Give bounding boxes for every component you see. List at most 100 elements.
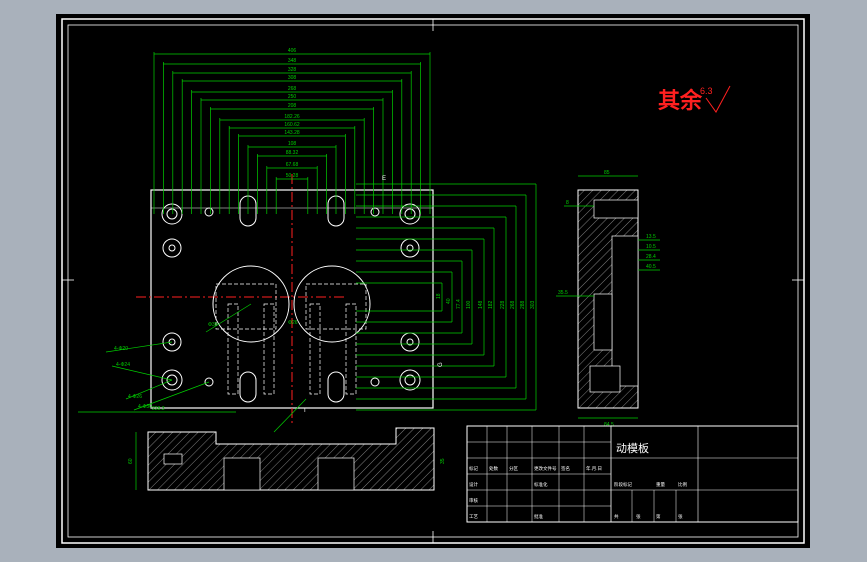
svg-text:张: 张 [636,513,641,520]
svg-text:设计: 设计 [469,481,478,488]
roughness-symbol-icon [705,85,731,113]
dim-right-bracket-6 [356,216,507,378]
top-dimension-texts: 406 348 328 308 268 250 208 182.26 160.6… [284,48,300,179]
top-dimension-lines [153,52,431,214]
dim-top-6: 208 [288,103,297,109]
hole-label-3: 4-Φ30 [138,404,152,410]
svg-text:阶段标记: 阶段标记 [614,481,632,488]
side-dim-2: 10.5 [646,244,656,250]
svg-text:重量: 重量 [656,481,665,488]
cad-viewport[interactable]: 其余 6.3 [56,14,810,548]
dim-top-3: 308 [288,75,297,81]
dim-top-13: 50.28 [286,173,299,179]
dim-right-bracket-2 [356,260,463,334]
side-dim-4: 40.5 [646,264,656,270]
dim-bracket-11 [257,154,327,214]
dim-top-11: 88.32 [286,150,299,156]
section-right-dim: 35 [440,458,446,464]
svg-text:标记: 标记 [469,465,478,472]
svg-text:审核: 审核 [469,497,478,504]
dim-top-10: 108 [288,141,297,147]
dim-right-bracket-1 [356,271,453,323]
svg-text:张: 张 [678,513,683,520]
dim-bracket-2 [172,71,412,214]
section-left-dim: 60 [128,458,134,464]
svg-text:批准: 批准 [534,513,543,520]
dim-right-bracket-4 [356,238,485,356]
dim-right-0: 18 [436,293,442,299]
dim-bracket-0 [153,52,431,214]
side-bottom-dim: 84.5 [604,422,614,428]
svg-text:I: I [304,408,306,414]
dim-right-6: 228 [500,300,506,309]
svg-text:更改文件号: 更改文件号 [534,465,557,472]
dim-right-bracket-0 [356,282,443,312]
dim-right-bracket-5 [356,227,495,367]
hole-label-1: 4-Φ24 [116,362,130,368]
dim-right-9: 303 [530,300,536,309]
hole-label-0: 4-Φ20 [114,346,128,352]
svg-text:共: 共 [614,513,619,520]
side-dim-1: 13.5 [646,234,656,240]
dim-top-0: 406 [288,48,297,54]
svg-text:签名: 签名 [561,465,570,472]
hole-label-2: 4-Φ26 [128,394,142,400]
svg-text:E: E [382,176,386,182]
dim-bracket-8 [228,126,356,214]
dim-right-bracket-7 [356,205,517,389]
dim-bracket-13 [275,177,309,214]
bottom-section-view: 60 35 [128,427,446,491]
dim-top-12: 67.68 [286,162,299,168]
dim-bracket-7 [219,118,365,214]
dim-bracket-10 [247,145,337,214]
dim-right-bracket-3 [356,249,473,345]
roughness-note: 其余 [658,88,703,113]
svg-text:G: G [438,362,444,367]
dim-top-4: 268 [288,86,297,92]
frame-ticks [62,19,804,543]
hole-label-5: Φ26 [288,320,298,326]
dim-right-5: 182 [488,300,494,309]
cavity-right [293,265,371,343]
hole-label-4: Φ30 [208,322,218,328]
dim-right-2: 77.4 [456,299,462,309]
dim-bracket-9 [238,134,346,214]
dim-right-bracket-8 [356,194,527,400]
right-dimension-texts: 18 40 77.4 100 148 182 228 268 288 303 [436,293,536,309]
dim-right-3: 100 [466,300,472,309]
side-top-dim: 85 [604,170,610,176]
svg-text:标准化: 标准化 [534,481,548,488]
part-name: 动模板 [616,441,649,455]
dim-bracket-3 [181,79,403,214]
dim-right-bracket-9 [356,183,537,411]
dim-top-9: 143.28 [284,130,300,136]
dim-top-7: 182.26 [284,114,300,120]
svg-text:第: 第 [656,513,661,520]
title-block: 动模板 标记 处数 分区 更改文件号 签名 年.月.日 设计 标准化 审核 工艺… [466,425,799,523]
dim-right-1: 40 [446,298,452,304]
svg-text:年.月.日: 年.月.日 [586,465,602,472]
dim-right-4: 148 [478,300,484,309]
roughness-value: 6.3 [700,86,713,96]
dim-bracket-12 [266,166,318,214]
engineering-drawing: 其余 6.3 [61,18,805,544]
right-dimension-lines [356,183,537,411]
side-dim-0: 8 [566,200,569,206]
dim-bracket-4 [191,90,393,214]
svg-text:分区: 分区 [509,465,518,472]
svg-text:工艺: 工艺 [469,514,478,519]
hole-callouts [78,303,307,433]
dim-bracket-6 [210,107,374,214]
bottom-left-dim: 228.3 [152,406,165,412]
dim-top-1: 348 [288,58,297,64]
dim-top-8: 160.62 [284,122,300,128]
side-dim-5: 35.5 [558,290,568,296]
main-plan-view [136,174,434,424]
dim-right-7: 268 [510,300,516,309]
cavity-left [212,265,290,343]
dim-right-8: 288 [520,300,526,309]
svg-text:比例: 比例 [678,481,687,488]
svg-text:处数: 处数 [489,465,498,472]
side-dim-3: 28.4 [646,254,656,260]
dim-bracket-1 [163,62,421,214]
